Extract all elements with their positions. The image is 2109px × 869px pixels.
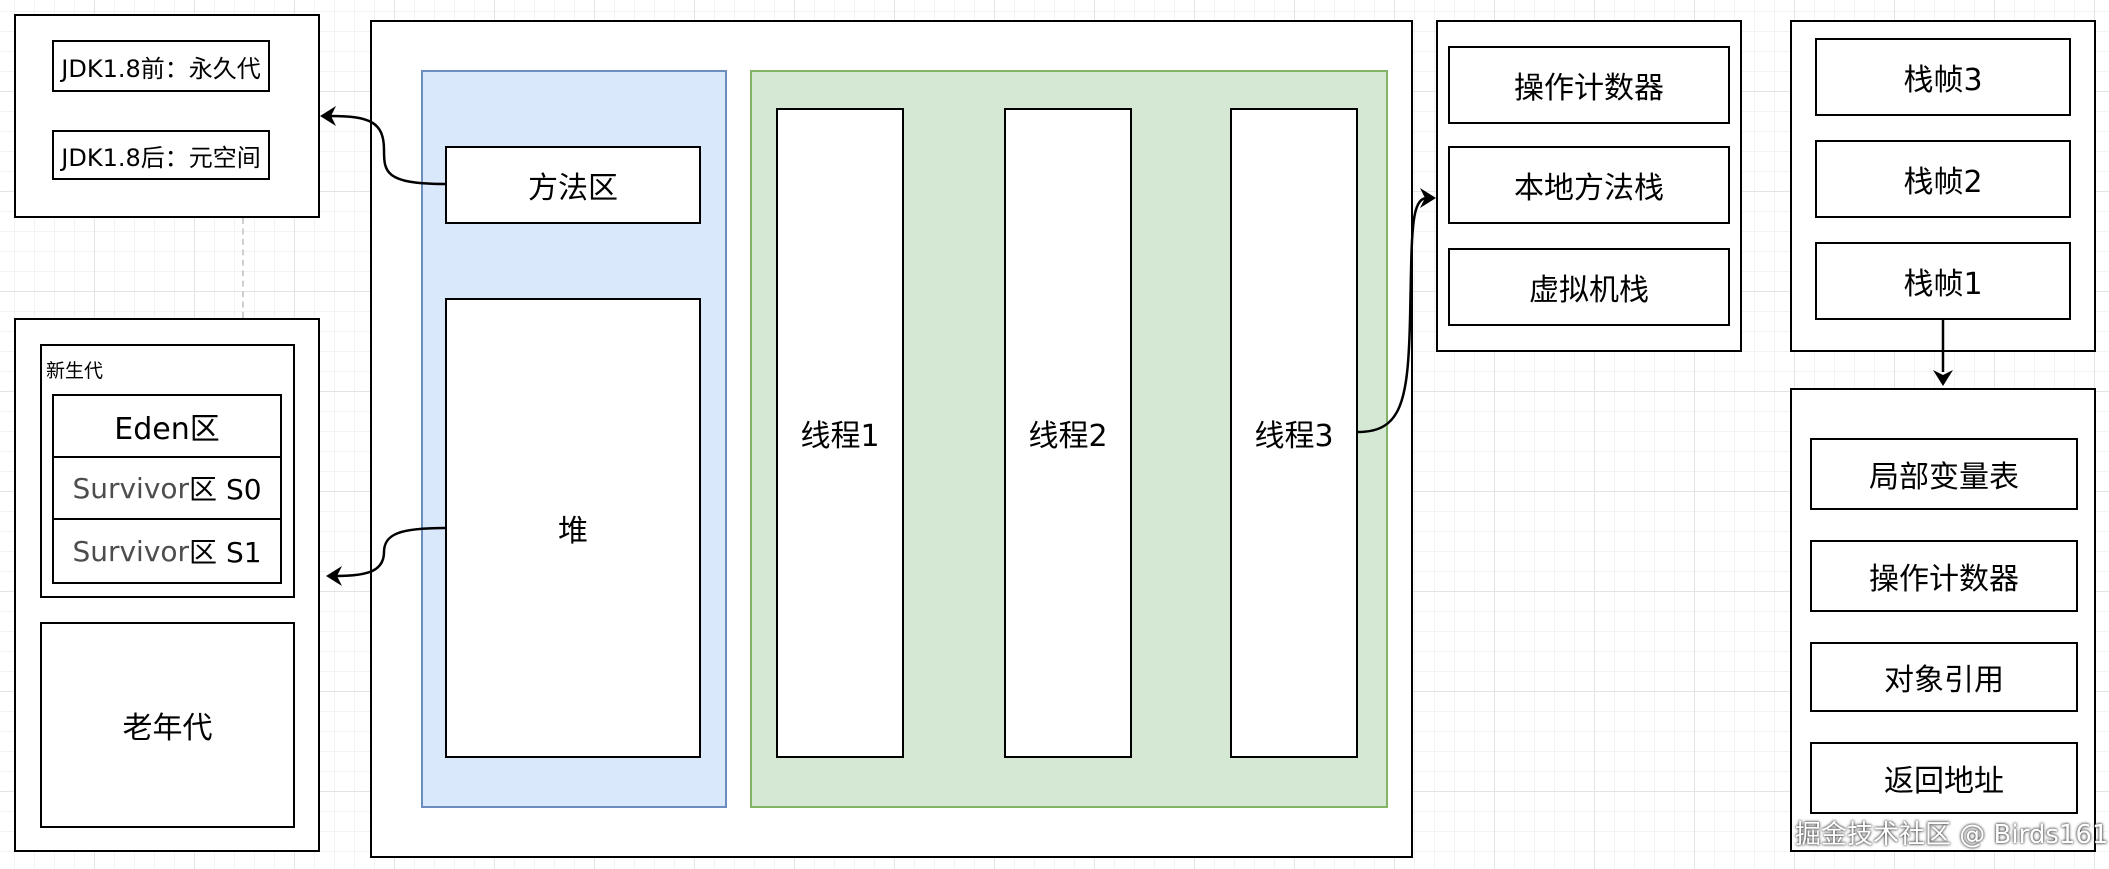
stack-frame-1-box[interactable]: 栈帧1 [1815, 242, 2071, 320]
old-gen-box[interactable]: 老年代 [40, 622, 295, 828]
local-variables-label: 局部变量表 [1869, 460, 2019, 495]
guide-dash [242, 218, 244, 318]
frame-detail-item-2[interactable]: 操作计数器 [1810, 540, 2078, 612]
thread-3-label: 线程3 [1254, 419, 1334, 454]
operand-counter-label: 操作计数器 [1869, 562, 2019, 597]
eden-label: Eden区 [114, 412, 220, 447]
eden-box[interactable]: Eden区 [52, 394, 282, 458]
thread-3-box[interactable]: 线程3 [1230, 108, 1358, 758]
stack-frame-2-label: 栈帧2 [1903, 165, 1983, 200]
stack-frame-3-box[interactable]: 栈帧3 [1815, 38, 2071, 116]
native-stack-label: 本地方法栈 [1514, 171, 1664, 206]
stack-frame-1-label: 栈帧1 [1903, 267, 1983, 302]
jdk-after-box[interactable]: JDK1.8后：元空间 [52, 130, 270, 180]
arrow-head-thread3 [1420, 188, 1436, 208]
thread-1-box[interactable]: 线程1 [776, 108, 904, 758]
heap-box[interactable]: 堆 [445, 298, 701, 758]
arrow-head-stackframe [1933, 370, 1953, 386]
method-area-box[interactable]: 方法区 [445, 146, 701, 224]
thread-private-item-2[interactable]: 本地方法栈 [1448, 146, 1730, 224]
jdk-after-label: JDK1.8后：元空间 [61, 143, 261, 172]
jdk-before-label: JDK1.8前：永久代 [61, 54, 261, 83]
survivor-s1-suffix: 区 S1 [189, 536, 262, 569]
stack-frame-3-label: 栈帧3 [1903, 63, 1983, 98]
return-address-label: 返回地址 [1884, 764, 2004, 799]
thread-2-box[interactable]: 线程2 [1004, 108, 1132, 758]
thread-private-item-3[interactable]: 虚拟机栈 [1448, 248, 1730, 326]
watermark: 掘金技术社区 @ Birds161 [1795, 820, 2109, 850]
program-counter-label: 操作计数器 [1514, 71, 1664, 106]
object-reference-label: 对象引用 [1884, 663, 2004, 698]
arrow-head-heap [326, 566, 342, 586]
survivor-s0-prefix: Survivor [72, 471, 190, 505]
old-gen-label: 老年代 [122, 711, 213, 746]
stack-frame-2-box[interactable]: 栈帧2 [1815, 140, 2071, 218]
heap-label: 堆 [558, 514, 588, 549]
thread-2-label: 线程2 [1028, 419, 1108, 454]
frame-detail-item-3[interactable]: 对象引用 [1810, 642, 2078, 712]
frame-detail-item-4[interactable]: 返回地址 [1810, 742, 2078, 814]
survivor-s1-prefix: Survivor [72, 534, 190, 568]
method-area-label: 方法区 [528, 171, 618, 206]
vm-stack-label: 虚拟机栈 [1529, 273, 1649, 308]
survivor-s0-suffix: 区 S0 [189, 473, 262, 506]
arrow-head-method [320, 106, 336, 126]
young-gen-title: 新生代 [46, 360, 104, 382]
thread-1-label: 线程1 [800, 419, 880, 454]
thread-private-item-1[interactable]: 操作计数器 [1448, 46, 1730, 124]
jdk-before-box[interactable]: JDK1.8前：永久代 [52, 40, 270, 92]
frame-detail-item-1[interactable]: 局部变量表 [1810, 438, 2078, 510]
